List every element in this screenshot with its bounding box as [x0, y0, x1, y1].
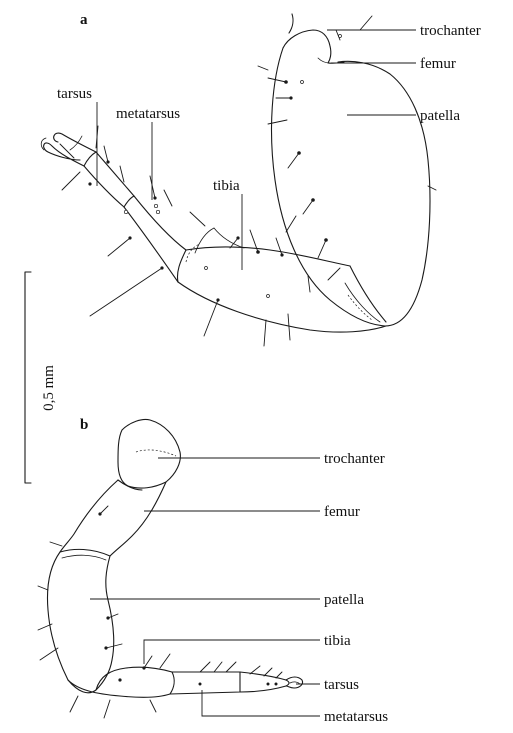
panel-a-label-tarsus: tarsus [57, 86, 92, 102]
panel-a-tarsus-shape [84, 152, 134, 207]
panel-a-femur-shape [283, 30, 344, 63]
panel-a-setae [60, 16, 436, 346]
panel-a-sockets [88, 35, 341, 302]
panel-b-label-trochanter: trochanter [324, 451, 385, 467]
panel-a-claw-shape [44, 133, 96, 166]
panel-b-label-metatarsus: metatarsus [324, 709, 388, 725]
panel-a-metatarsus-shape [124, 196, 186, 282]
panel-b-label-femur: femur [324, 504, 360, 520]
panel-b-letter: b [80, 417, 88, 433]
panel-a-patella-shape [272, 48, 430, 326]
panel-a-label-femur: femur [420, 56, 456, 72]
panel-a-label-metatarsus: metatarsus [116, 106, 180, 122]
panel-a: a [41, 12, 481, 346]
panel-b-patella-shape [48, 552, 114, 693]
panel-a-trochanter-shape [289, 14, 293, 33]
panel-b-trochanter-shape [118, 419, 180, 488]
panel-b-label-tarsus: tarsus [324, 677, 359, 693]
panel-b-label-tibia: tibia [324, 633, 351, 649]
scale-bar-label: 0,5 mm [41, 365, 57, 411]
panel-b-label-patella: patella [324, 592, 364, 608]
scale-bar: 0,5 mm [25, 272, 57, 483]
panel-a-label-tibia: tibia [213, 178, 240, 194]
panel-b-femur-shape [60, 480, 166, 556]
panel-b-metatarsus-shape [170, 672, 240, 694]
panel-a-label-trochanter: trochanter [420, 23, 481, 39]
panel-b: b [38, 417, 388, 725]
panel-a-tibia-shape [178, 247, 386, 332]
panel-a-label-patella: patella [420, 108, 460, 124]
panel-a-letter: a [80, 12, 88, 28]
